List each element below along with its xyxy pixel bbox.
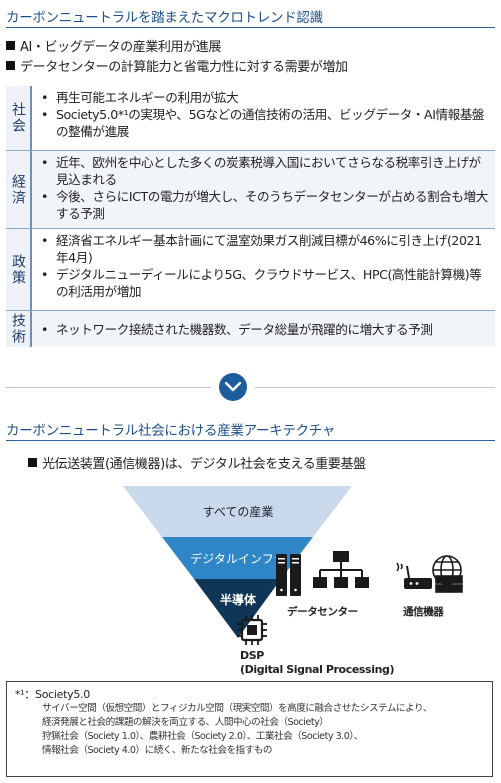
footnote-line: 経済発展と社会的課題の解決を両立する、人間中心の社会（Society） bbox=[42, 717, 329, 728]
list-item: 今後、さらにICTの電力が増大し、そのうちデータセンターが占める割合も増大する予… bbox=[40, 188, 491, 222]
divider-line-right bbox=[255, 387, 495, 388]
list-item: 再生可能エネルギーの利用が拡大 bbox=[40, 89, 491, 106]
layer-label-all-industries: すべての産業 bbox=[203, 504, 274, 519]
list-item: Society5.0*¹の実現や、5Gなどの通信技術の活用、ビッグデータ・AI情… bbox=[40, 106, 491, 140]
dsp-sub-label: (Digital Signal Processing) bbox=[240, 663, 395, 676]
section-title-architecture: カーボンニュートラル社会における産業アーキテクチャ bbox=[6, 423, 336, 439]
square-bullet-icon bbox=[6, 61, 15, 70]
architecture-bullet: 光伝送装置(通信機器)は、デジタル社会を支える重要基盤 bbox=[28, 453, 366, 472]
section-rule bbox=[6, 27, 495, 28]
category-label: 政策 bbox=[6, 229, 32, 310]
square-bullet-icon bbox=[6, 41, 15, 50]
footnote-line: 狩猟社会（Society 1.0）、農耕社会（Society 2.0）、工業社会… bbox=[42, 731, 363, 742]
footnote-line: 情報社会（Society 4.0）に続く、新たな社会を指すもの bbox=[42, 745, 272, 756]
category-label: 技術 bbox=[6, 311, 32, 347]
table-row-technology: 技術 ネットワーク接続された機器数、データ総量が飛躍的に増大する予測 bbox=[6, 310, 495, 347]
category-label: 経済 bbox=[6, 151, 32, 228]
list-item: 近年、欧州を中心とした多くの炭素税導入国においてさらなる税率引き上げが見込まれる bbox=[40, 154, 491, 188]
dsp-label: DSP bbox=[240, 649, 264, 662]
table-row-policy: 政策 経済省エネルギー基本計画にて温室効果ガス削減目標が46%に引き上げ(202… bbox=[6, 228, 495, 310]
pyramid-layer-semiconductor bbox=[194, 579, 281, 638]
table-row-economy: 経済 近年、欧州を中心とした多くの炭素税導入国においてさらなる税率引き上げが見込… bbox=[6, 150, 495, 228]
footnote-box: *¹：Society5.0 サイバー空間（仮想空間）とフィジカル空間（現実空間）… bbox=[6, 681, 493, 777]
pyramid-layer-digital-infra bbox=[162, 537, 313, 579]
square-bullet-icon bbox=[28, 458, 37, 467]
summary-bullet-1: AI・ビッグデータの産業利用が進展 bbox=[6, 36, 221, 55]
pyramid-layer-all-industries bbox=[123, 486, 352, 537]
summary-bullet-2: データセンターの計算能力と省電力性に対する需要が増加 bbox=[6, 56, 348, 75]
datacenter-label: データセンター bbox=[287, 606, 358, 618]
layer-label-semiconductor: 半導体 bbox=[220, 592, 257, 607]
category-label: 社会 bbox=[6, 86, 32, 150]
server-rack-icon bbox=[276, 554, 301, 596]
comm-equipment-label: 通信機器 bbox=[403, 606, 444, 618]
section-rule bbox=[6, 440, 495, 441]
footnote-line: サイバー空間（仮想空間）とフィジカル空間（現実空間）を高度に融合させたシステムに… bbox=[42, 703, 432, 714]
router-icon bbox=[396, 562, 432, 589]
list-item: デジタルニューディールにより5G、クラウドサービス、HPC(高性能計算機)等の利… bbox=[40, 266, 491, 300]
network-hierarchy-icon bbox=[313, 551, 369, 588]
trend-table: 社会 再生可能エネルギーの利用が拡大 Society5.0*¹の実現や、5Gなど… bbox=[6, 86, 495, 347]
divider-line-left bbox=[6, 387, 211, 388]
globe-server-icon bbox=[432, 555, 463, 593]
layer-label-digital-infra: デジタルインフラ bbox=[190, 551, 285, 566]
chip-icon bbox=[237, 615, 267, 645]
list-item: ネットワーク接続された機器数、データ総量が飛躍的に増大する予測 bbox=[40, 321, 433, 338]
table-row-society: 社会 再生可能エネルギーの利用が拡大 Society5.0*¹の実現や、5Gなど… bbox=[6, 86, 495, 150]
footnote-head: *¹：Society5.0 bbox=[15, 688, 90, 701]
list-item: 経済省エネルギー基本計画にて温室効果ガス削減目標が46%に引き上げ(2021年4… bbox=[40, 232, 491, 266]
chevron-down-icon bbox=[219, 373, 247, 401]
section-title-macrotrend: カーボンニュートラルを踏まえたマクロトレンド認識 bbox=[6, 10, 323, 26]
